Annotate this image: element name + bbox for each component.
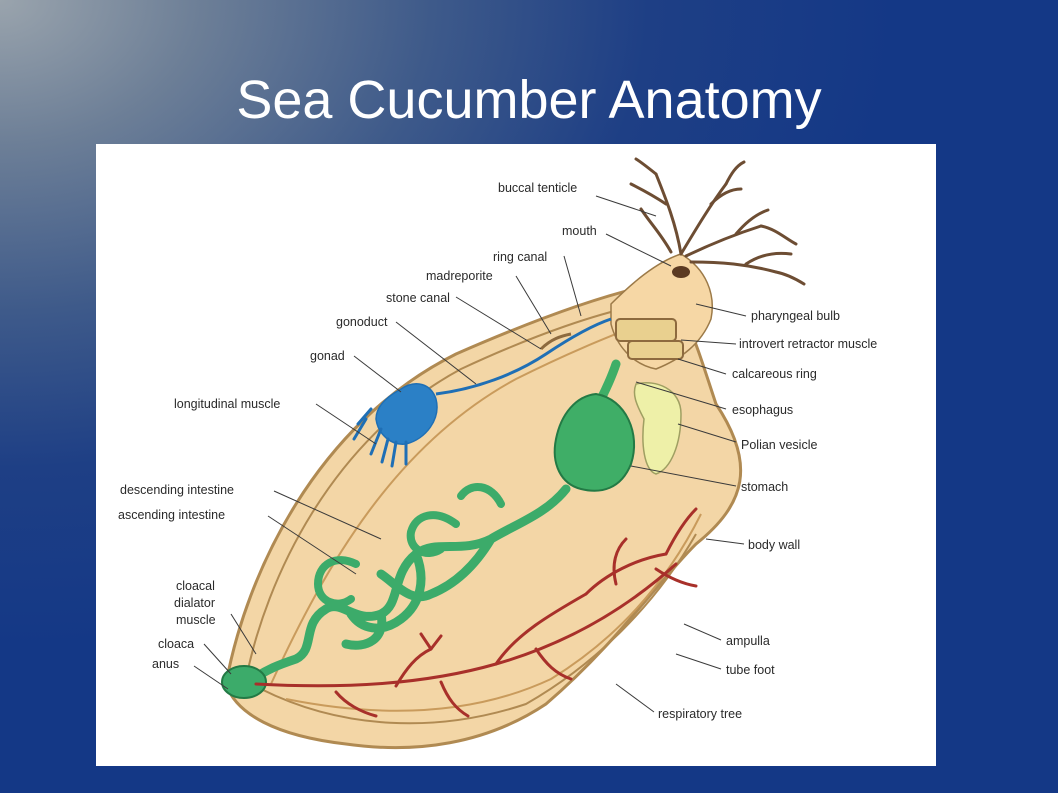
label-mouth: mouth <box>562 224 597 238</box>
label-gonoduct: gonoduct <box>336 315 388 329</box>
longitudinal-muscle-band <box>270 323 642 685</box>
label-polian-vesicle: Polian vesicle <box>741 438 817 452</box>
slide-title: Sea Cucumber Anatomy <box>236 70 822 130</box>
label-ascending-intestine: ascending intestine <box>118 508 225 522</box>
label-stone-canal: stone canal <box>386 291 450 305</box>
label-stomach: stomach <box>741 480 788 494</box>
respiratory-tree-shape <box>254 507 698 718</box>
label-tube-foot: tube foot <box>726 663 775 677</box>
buccal-tentacles <box>629 157 806 286</box>
stone-canal-shape <box>539 332 572 351</box>
polian-vesicle-shape <box>633 382 682 475</box>
label-cloacal-line1: cloacal <box>176 579 215 593</box>
label-anus: anus <box>152 657 179 671</box>
leader-lines <box>193 195 747 713</box>
label-cloacal-line3: muscle <box>176 613 216 627</box>
diagram-canvas: buccal tenticle mouth ring canal madrepo… <box>118 157 877 750</box>
intestine-coils <box>241 484 571 689</box>
gonad-shape <box>352 383 438 468</box>
body-wall-inner-2 <box>260 533 697 725</box>
label-calcareous-ring: calcareous ring <box>732 367 817 381</box>
gonoduct-shape <box>435 317 612 396</box>
anatomy-diagram: buccal tenticle mouth ring canal madrepo… <box>96 144 936 766</box>
label-madreporite: madreporite <box>426 269 493 283</box>
label-cloacal-line2: dialator <box>174 596 215 610</box>
label-descending-intestine: descending intestine <box>120 483 234 497</box>
label-respiratory-tree: respiratory tree <box>658 707 742 721</box>
cloaca-shape <box>221 665 267 699</box>
mouth-shape <box>672 266 690 278</box>
label-esophagus: esophagus <box>732 403 793 417</box>
label-body-wall: body wall <box>748 538 800 552</box>
label-ampulla: ampulla <box>726 634 770 648</box>
label-cloaca: cloaca <box>158 637 194 651</box>
label-introvert-retractor-muscle: introvert retractor muscle <box>739 337 877 351</box>
label-buccal-tenticle: buccal tenticle <box>498 181 577 195</box>
label-ring-canal: ring canal <box>493 250 547 264</box>
label-pharyngeal-bulb: pharyngeal bulb <box>751 309 840 323</box>
intestine-loops <box>313 483 505 608</box>
label-gonad: gonad <box>310 349 345 363</box>
stomach-shape <box>553 392 636 492</box>
calcareous-ring <box>615 318 684 360</box>
label-longitudinal-muscle: longitudinal muscle <box>174 397 280 411</box>
